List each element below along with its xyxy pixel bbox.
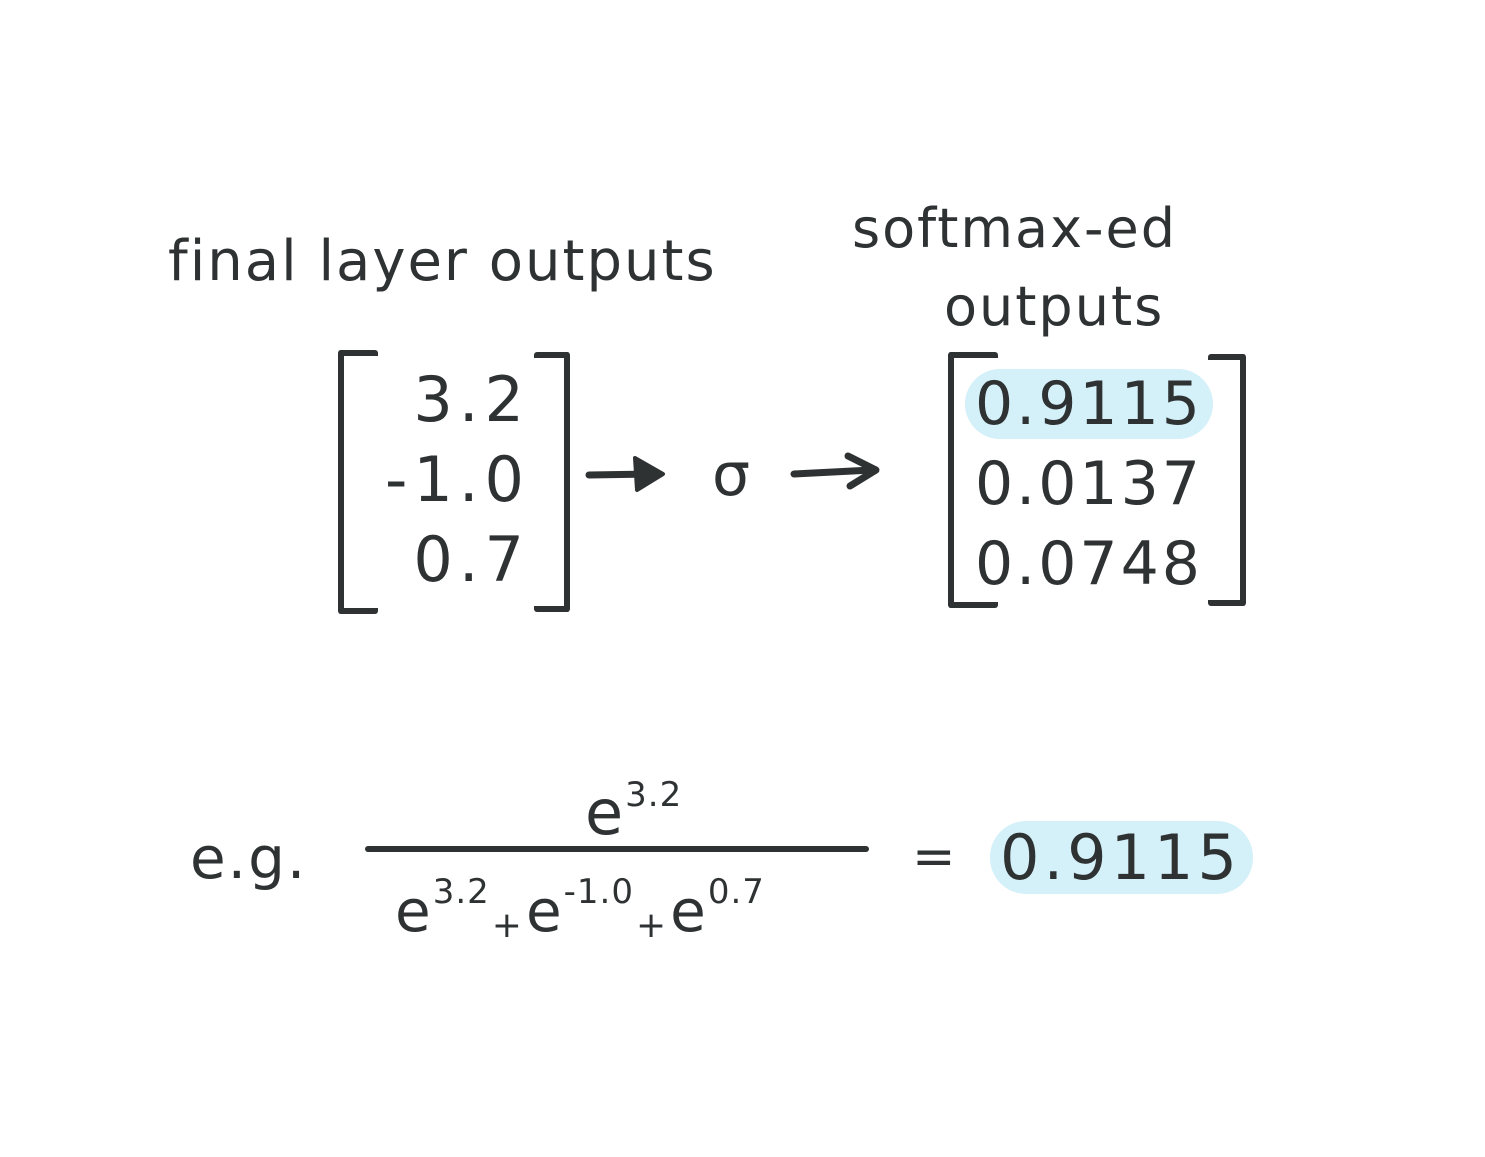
output-matrix-right-bracket	[1208, 354, 1246, 606]
output-label-line1: softmax-ed	[852, 197, 1178, 260]
numerator-base: e	[585, 776, 626, 849]
input-label: final layer outputs	[168, 229, 717, 294]
plus-sign: +	[635, 905, 669, 946]
output-value-0: 0.9115	[965, 364, 1213, 444]
example-prefix: e.g.	[190, 824, 308, 892]
input-value-2: 0.7	[413, 523, 530, 596]
input-matrix: 3.2 -1.0 0.7	[360, 360, 530, 600]
output-matrix: 0.9115 0.0137 0.0748	[965, 364, 1213, 604]
denominator-term-1-exponent: -1.0	[563, 872, 634, 912]
fraction-bar	[365, 846, 869, 852]
input-value-1: -1.0	[385, 443, 530, 516]
output-label-line2: outputs	[944, 275, 1165, 338]
plus-sign: +	[491, 905, 524, 946]
softmax-sigma-symbol: σ	[712, 440, 753, 510]
denominator-term-0-base: e	[395, 877, 433, 945]
denominator-term-2-exponent: 0.7	[707, 872, 765, 912]
denominator-term-2-base: e	[670, 877, 708, 945]
output-value-1: 0.0137	[975, 449, 1203, 519]
arrow-right-icon	[790, 452, 880, 490]
formula-result: 0.9115	[990, 820, 1253, 896]
input-matrix-left-bracket	[338, 350, 378, 614]
input-value-0: 3.2	[413, 363, 530, 436]
formula-numerator: e3.2	[585, 755, 682, 853]
input-matrix-right-bracket	[534, 352, 570, 612]
output-label: softmax-ed outputs	[852, 190, 1232, 346]
arrow-right-icon	[585, 456, 665, 492]
formula-denominator: e3.2+e-1.0+e0.7	[395, 852, 765, 966]
output-value-2: 0.0748	[975, 529, 1203, 599]
denominator-term-1-base: e	[525, 877, 564, 945]
equals-sign: =	[912, 827, 958, 887]
denominator-term-0-exponent: 3.2	[432, 872, 490, 912]
highlighted-output-value: 0.9115	[965, 369, 1213, 439]
highlighted-result-value: 0.9115	[990, 821, 1253, 894]
output-matrix-left-bracket	[948, 352, 998, 608]
numerator-exponent: 3.2	[625, 775, 683, 815]
